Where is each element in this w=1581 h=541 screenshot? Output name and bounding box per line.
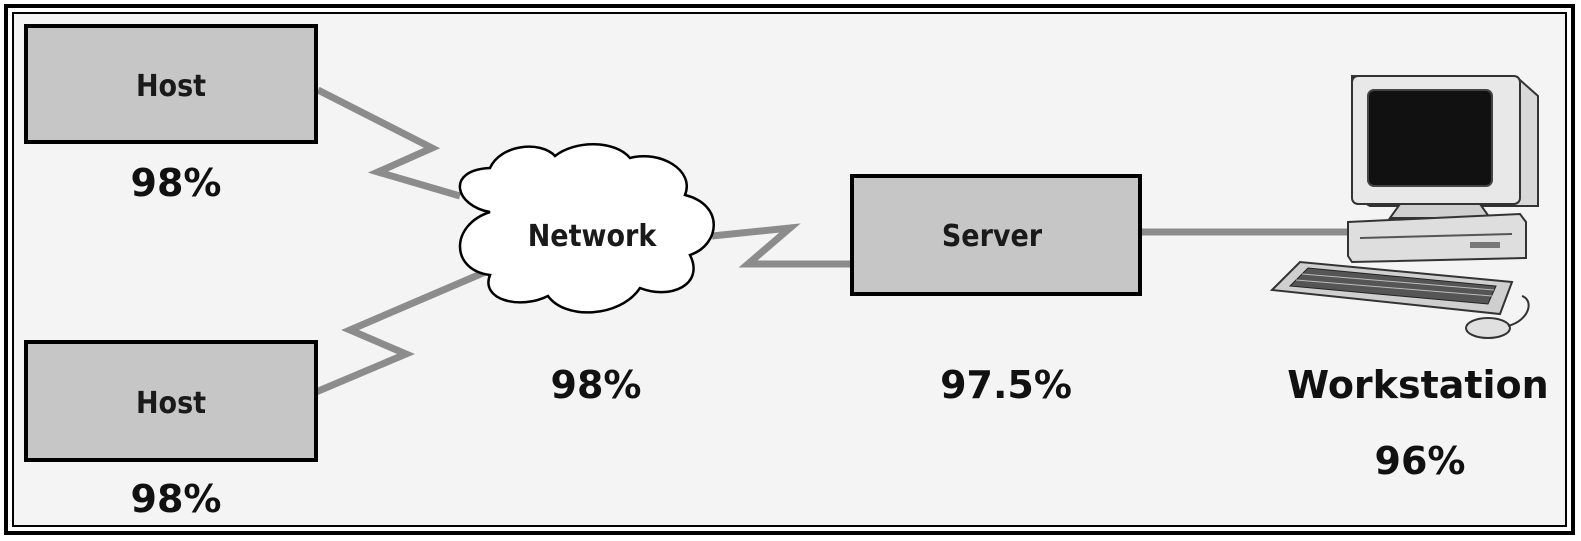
- network-node: Network: [458, 143, 715, 314]
- host-top-node: Host: [24, 24, 318, 144]
- workstation-label: Workstation: [1287, 363, 1548, 407]
- network-availability: 98%: [551, 363, 642, 407]
- host-bottom-box: [24, 340, 318, 462]
- link-host-bottom-network: [314, 266, 492, 396]
- desktop-computer-icon: [1269, 74, 1539, 339]
- host-top-availability: 98%: [131, 161, 222, 205]
- network-cloud-icon: [458, 143, 715, 314]
- network-label: Network: [528, 219, 658, 254]
- host-bottom-availability: 98%: [131, 477, 222, 521]
- link-network-server: [711, 223, 852, 268]
- server-availability: 97.5%: [940, 363, 1072, 407]
- server-label: Server: [942, 219, 1043, 254]
- link-host-top-network: [316, 86, 461, 200]
- server-node: Server: [850, 174, 1142, 296]
- host-bottom-node: Host: [24, 340, 318, 462]
- workstation-availability: 96%: [1375, 439, 1466, 483]
- host-bottom-label: Host: [136, 386, 206, 421]
- host-top-label: Host: [136, 69, 206, 104]
- server-box: [850, 174, 1142, 296]
- host-top-box: [24, 24, 318, 144]
